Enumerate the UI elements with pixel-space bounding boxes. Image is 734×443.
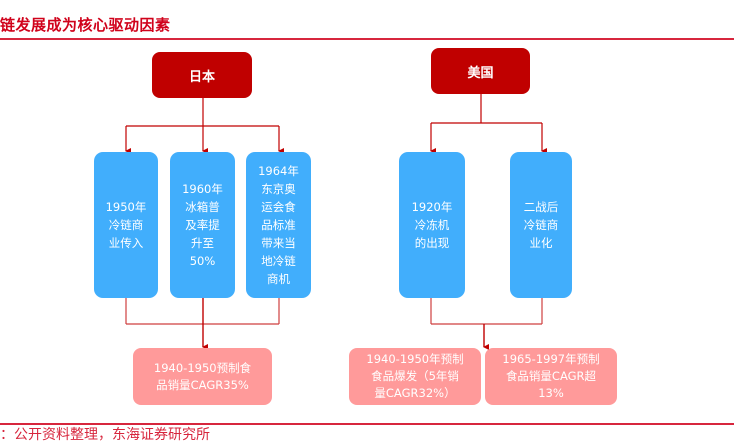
japan-event-text: 1964年 东京奥 运会食 品标准 带来当 地冷链 商机 [258,164,299,286]
footer-divider [0,423,734,425]
japan-event-box: 1964年 东京奥 运会食 品标准 带来当 地冷链 商机 [246,152,311,298]
japan-event-text: 1950年 冷链商 业传入 [105,200,147,250]
usa-split-connector [430,94,547,154]
japan-event-box: 1960年 冰箱普 及率提 升至 50% [170,152,235,298]
japan-label: 日本 [188,69,215,85]
usa-event-box: 1920年 冷冻机 的出现 [399,152,465,298]
japan-split-connector [125,98,284,154]
source-note: ：公开资料整理，东海证券研究所 [0,427,210,443]
japan-event-text: 1960年 冰箱普 及率提 升至 50% [182,182,223,268]
japan-event-box: 1950年 冷链商 业传入 [94,152,158,298]
usa-event-box: 二战后 冷链商 业化 [510,152,572,298]
usa-event-text: 二战后 冷链商 业化 [523,200,559,250]
usa-event-text: 1920年 冷冻机 的出现 [411,200,453,250]
japan-header-box: 日本 [152,52,252,98]
usa-merge-connector [430,298,543,325]
usa-result-text: 1940-1950年预制 食品爆发（5年销 量CAGR32%） [366,352,464,400]
usa-header-box: 美国 [431,48,530,94]
usa-label: 美国 [467,65,494,81]
title-divider [0,38,734,40]
usa-result-box: 1965-1997年预制 食品销量CAGR超 13% [485,348,617,405]
japan-result-box: 1940-1950预制食 品销量CAGR35% [133,348,272,405]
usa-result-box: 1940-1950年预制 食品爆发（5年销 量CAGR32%） [349,348,481,405]
usa-result-text: 1965-1997年预制 食品销量CAGR超 13% [502,352,600,400]
japan-result-text: 1940-1950预制食 品销量CAGR35% [153,360,252,392]
page-title: 链发展成为核心驱动因素 [0,16,171,34]
